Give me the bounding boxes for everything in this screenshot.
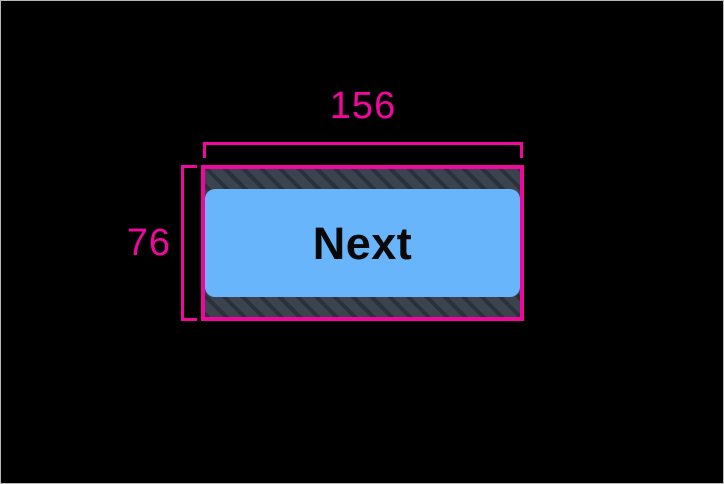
- height-dimension-bracket: [181, 165, 199, 321]
- next-button[interactable]: Next: [205, 189, 520, 297]
- next-button-label: Next: [312, 217, 413, 269]
- height-dimension-label: 76: [126, 222, 171, 264]
- width-dimension-tick-end: [520, 142, 523, 158]
- height-dimension-tick-end: [181, 318, 197, 321]
- width-dimension-bracket: [203, 142, 523, 160]
- height-dimension-line: [181, 165, 184, 321]
- width-dimension-tick-start: [203, 142, 206, 158]
- width-dimension-line: [203, 142, 523, 145]
- width-dimension-label: 156: [329, 85, 397, 127]
- height-dimension-tick-start: [181, 165, 197, 168]
